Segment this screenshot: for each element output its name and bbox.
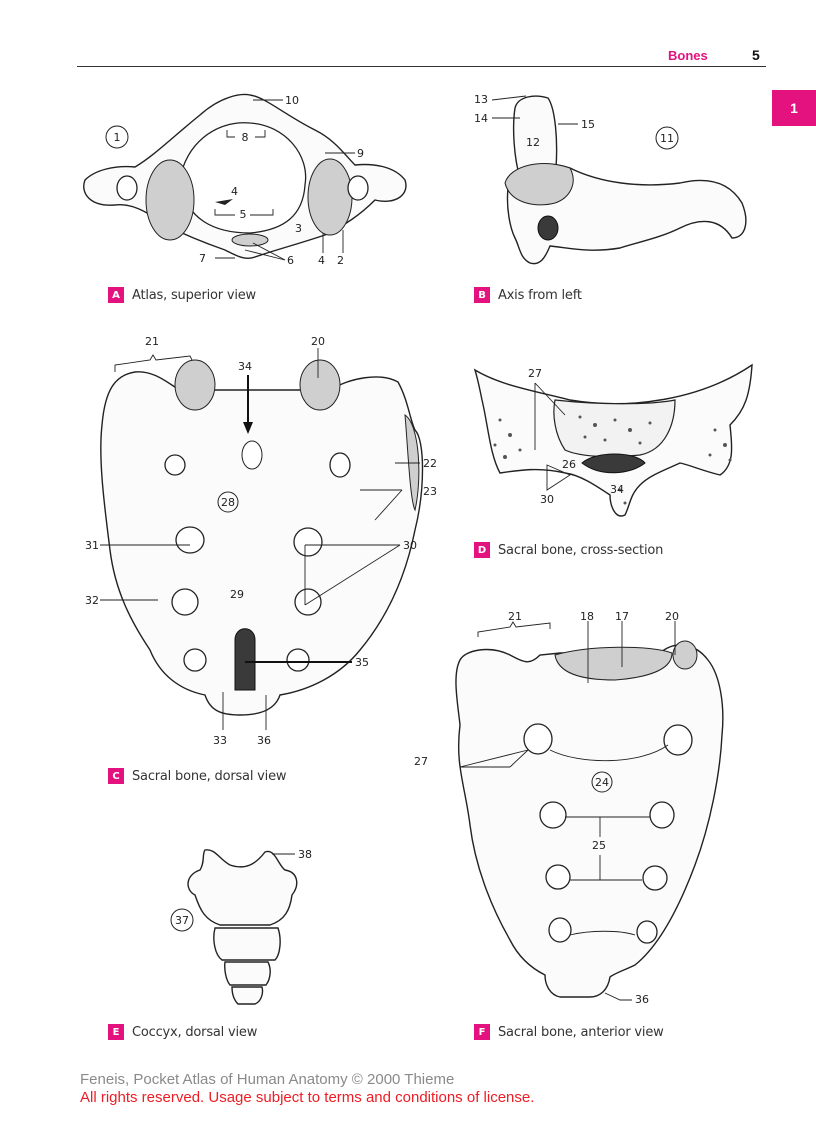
caption-text: Axis from left [498,287,582,303]
page-number: 5 [752,47,760,63]
figure-axis-left: 11 13 14 15 12 [470,88,760,278]
label: 26 [562,458,576,471]
caption-c: C Sacral bone, dorsal view [108,768,287,784]
label: 30 [403,539,417,552]
caption-b: B Axis from left [474,287,582,303]
label: 34 [238,360,252,373]
figure-sacrum-anterior: 24 21 18 17 20 27 25 36 [410,605,730,1010]
label: 5 [240,208,247,221]
label: 8 [242,131,249,144]
label: 25 [592,839,606,852]
label: 29 [230,588,244,601]
label: 12 [526,136,540,149]
header-divider [77,66,766,67]
figure-letter-badge: D [474,542,490,558]
figure-letter-badge: A [108,287,124,303]
caption-a: A Atlas, superior view [108,287,256,303]
label: 15 [581,118,595,131]
label: 21 [508,610,522,623]
label: 4 [318,254,325,267]
label: 14 [474,112,488,125]
figure-sacrum-dorsal: 28 21 20 34 22 23 31 30 32 29 35 33 36 [80,330,450,755]
atlas-illustration: 1 10 8 9 4 5 3 7 6 4 2 [83,93,407,267]
circled-label: 37 [175,914,189,927]
coccyx-illustration: 37 38 [170,848,312,1005]
label: 36 [257,734,271,747]
label: 10 [285,94,299,107]
sacrum-dorsal-illustration: 28 21 20 34 22 23 31 30 32 29 35 33 36 [85,335,437,747]
caption-e: E Coccyx, dorsal view [108,1024,257,1040]
label: 33 [213,734,227,747]
axis-illustration: 11 13 14 15 12 [474,93,747,265]
label: 30 [540,493,554,506]
circled-label: 24 [595,776,609,789]
circled-label: 1 [114,131,121,144]
label: 13 [474,93,488,106]
caption-text: Sacral bone, anterior view [498,1024,664,1040]
label: 32 [85,594,99,607]
figure-letter-badge: B [474,287,490,303]
label: 34 [610,483,624,496]
caption-text: Sacral bone, dorsal view [132,768,287,784]
label: 20 [311,335,325,348]
figure-letter-badge: C [108,768,124,784]
label: 22 [423,457,437,470]
label: 17 [615,610,629,623]
label: 7 [199,252,206,265]
label: 23 [423,485,437,498]
caption-text: Coccyx, dorsal view [132,1024,258,1040]
label: 20 [665,610,679,623]
figure-sacrum-cross-section: 27 26 34 30 [470,355,760,530]
label: 4 [231,185,238,198]
label: 36 [635,993,649,1006]
section-title: Bones [668,48,708,63]
license-notice: All rights reserved. Usage subject to te… [80,1089,535,1106]
label: 27 [528,367,542,380]
label: 35 [355,656,369,669]
label: 3 [295,222,302,235]
caption-text: Atlas, superior view [132,287,256,303]
caption-f: F Sacral bone, anterior view [474,1024,664,1040]
label: 9 [357,147,364,160]
circled-label: 28 [221,496,235,509]
chapter-tab: 1 [772,90,816,126]
label: 18 [580,610,594,623]
label: 21 [145,335,159,348]
label: 6 [287,254,294,267]
caption-d: D Sacral bone, cross-section [474,542,663,558]
sacrum-anterior-illustration: 24 21 18 17 20 27 25 36 [414,610,724,1006]
circled-label: 11 [660,132,674,145]
sacrum-cross-section-illustration: 27 26 34 30 [473,363,753,517]
figure-atlas-superior: 1 10 8 9 4 5 3 7 6 4 2 [75,85,415,275]
label: 31 [85,539,99,552]
label: 2 [337,254,344,267]
label: 27 [414,755,428,768]
copyright-notice: Feneis, Pocket Atlas of Human Anatomy © … [80,1071,455,1088]
figure-letter-badge: E [108,1024,124,1040]
caption-text: Sacral bone, cross-section [498,542,664,558]
label: 38 [298,848,312,861]
figure-letter-badge: F [474,1024,490,1040]
figure-coccyx-dorsal: 37 38 [160,840,330,1015]
